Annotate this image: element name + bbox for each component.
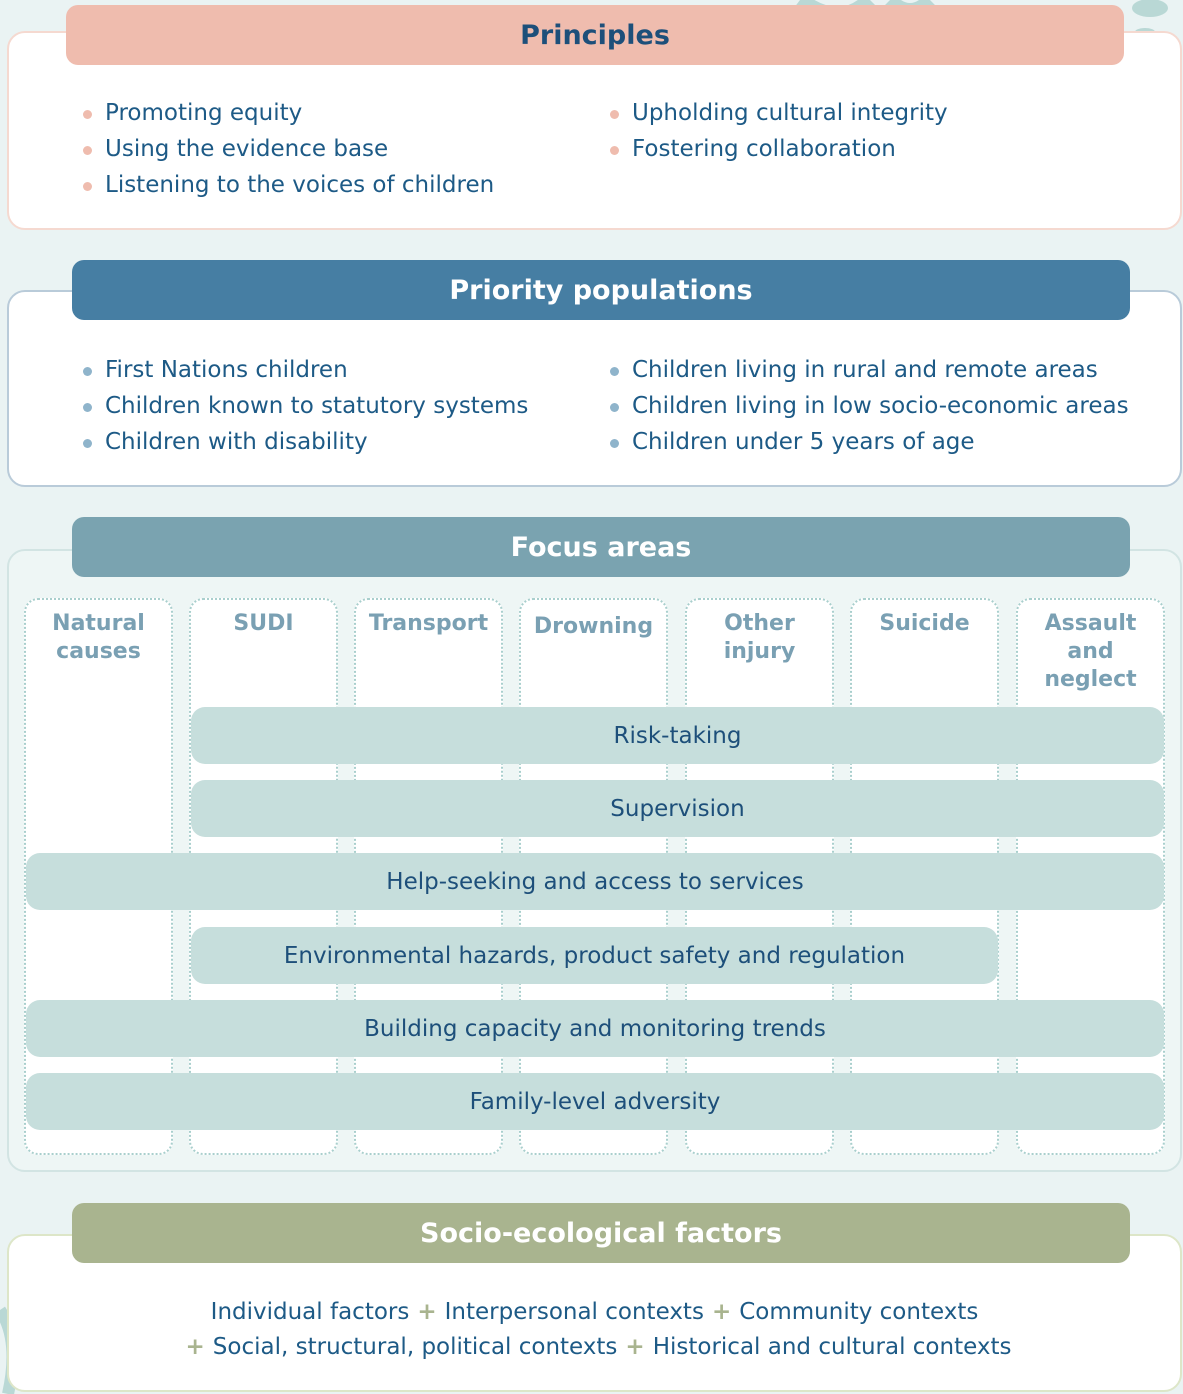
list-item: First Nations children	[83, 352, 528, 388]
column-label: Natural causes	[52, 611, 145, 664]
focus-bar-risk-taking: Risk-taking	[191, 707, 1164, 764]
socio-item: Individual factors	[210, 1299, 410, 1325]
list-item: Children known to statutory systems	[83, 388, 528, 424]
socio-line-2: + Social, structural, political contexts +…	[9, 1334, 1180, 1360]
focus-bar-supervision: Supervision	[191, 780, 1164, 837]
column-label: Transport	[368, 611, 489, 636]
principles-list-left: Promoting equity Using the evidence base…	[83, 95, 494, 203]
plus-icon: +	[185, 1334, 205, 1360]
plus-icon: +	[711, 1299, 732, 1325]
column-label: Drowning	[533, 614, 654, 639]
list-item: Listening to the voices of children	[83, 167, 494, 203]
priority-list-right: Children living in rural and remote area…	[610, 352, 1129, 460]
column-label: Other injury	[723, 611, 796, 664]
socio-item: Social, structural, political contexts	[212, 1334, 618, 1360]
focus-bar-help-seeking: Help-seeking and access to services	[26, 853, 1164, 910]
list-item: Children with disability	[83, 424, 528, 460]
socio-header: Socio-ecological factors	[72, 1203, 1130, 1263]
column-label: Suicide	[879, 611, 970, 636]
socio-item: Interpersonal contexts	[444, 1299, 704, 1325]
focus-bar-family-adversity: Family-level adversity	[26, 1073, 1164, 1130]
list-item: Fostering collaboration	[610, 131, 948, 167]
priority-header: Priority populations	[72, 260, 1130, 320]
list-item: Children living in rural and remote area…	[610, 352, 1129, 388]
plus-icon: +	[417, 1299, 437, 1325]
list-item: Children living in low socio-economic ar…	[610, 388, 1129, 424]
plus-icon: +	[625, 1334, 645, 1360]
focus-header: Focus areas	[72, 517, 1130, 577]
list-item: Children under 5 years of age	[610, 424, 1129, 460]
socio-item: Historical and cultural contexts	[652, 1334, 1012, 1360]
priority-list-left: First Nations children Children known to…	[83, 352, 528, 460]
focus-bar-environmental-hazards: Environmental hazards, product safety an…	[191, 927, 998, 984]
list-item: Upholding cultural integrity	[610, 95, 948, 131]
socio-item: Community contexts	[739, 1299, 979, 1325]
column-label: SUDI	[233, 611, 294, 636]
column-label: Assault and neglect	[1044, 611, 1137, 692]
list-item: Promoting equity	[83, 95, 494, 131]
list-item: Using the evidence base	[83, 131, 494, 167]
principles-list-right: Upholding cultural integrity Fostering c…	[610, 95, 948, 167]
principles-header: Principles	[66, 5, 1124, 65]
focus-bar-building-capacity: Building capacity and monitoring trends	[26, 1000, 1164, 1057]
socio-line-1: Individual factors + Interpersonal context…	[9, 1299, 1180, 1325]
